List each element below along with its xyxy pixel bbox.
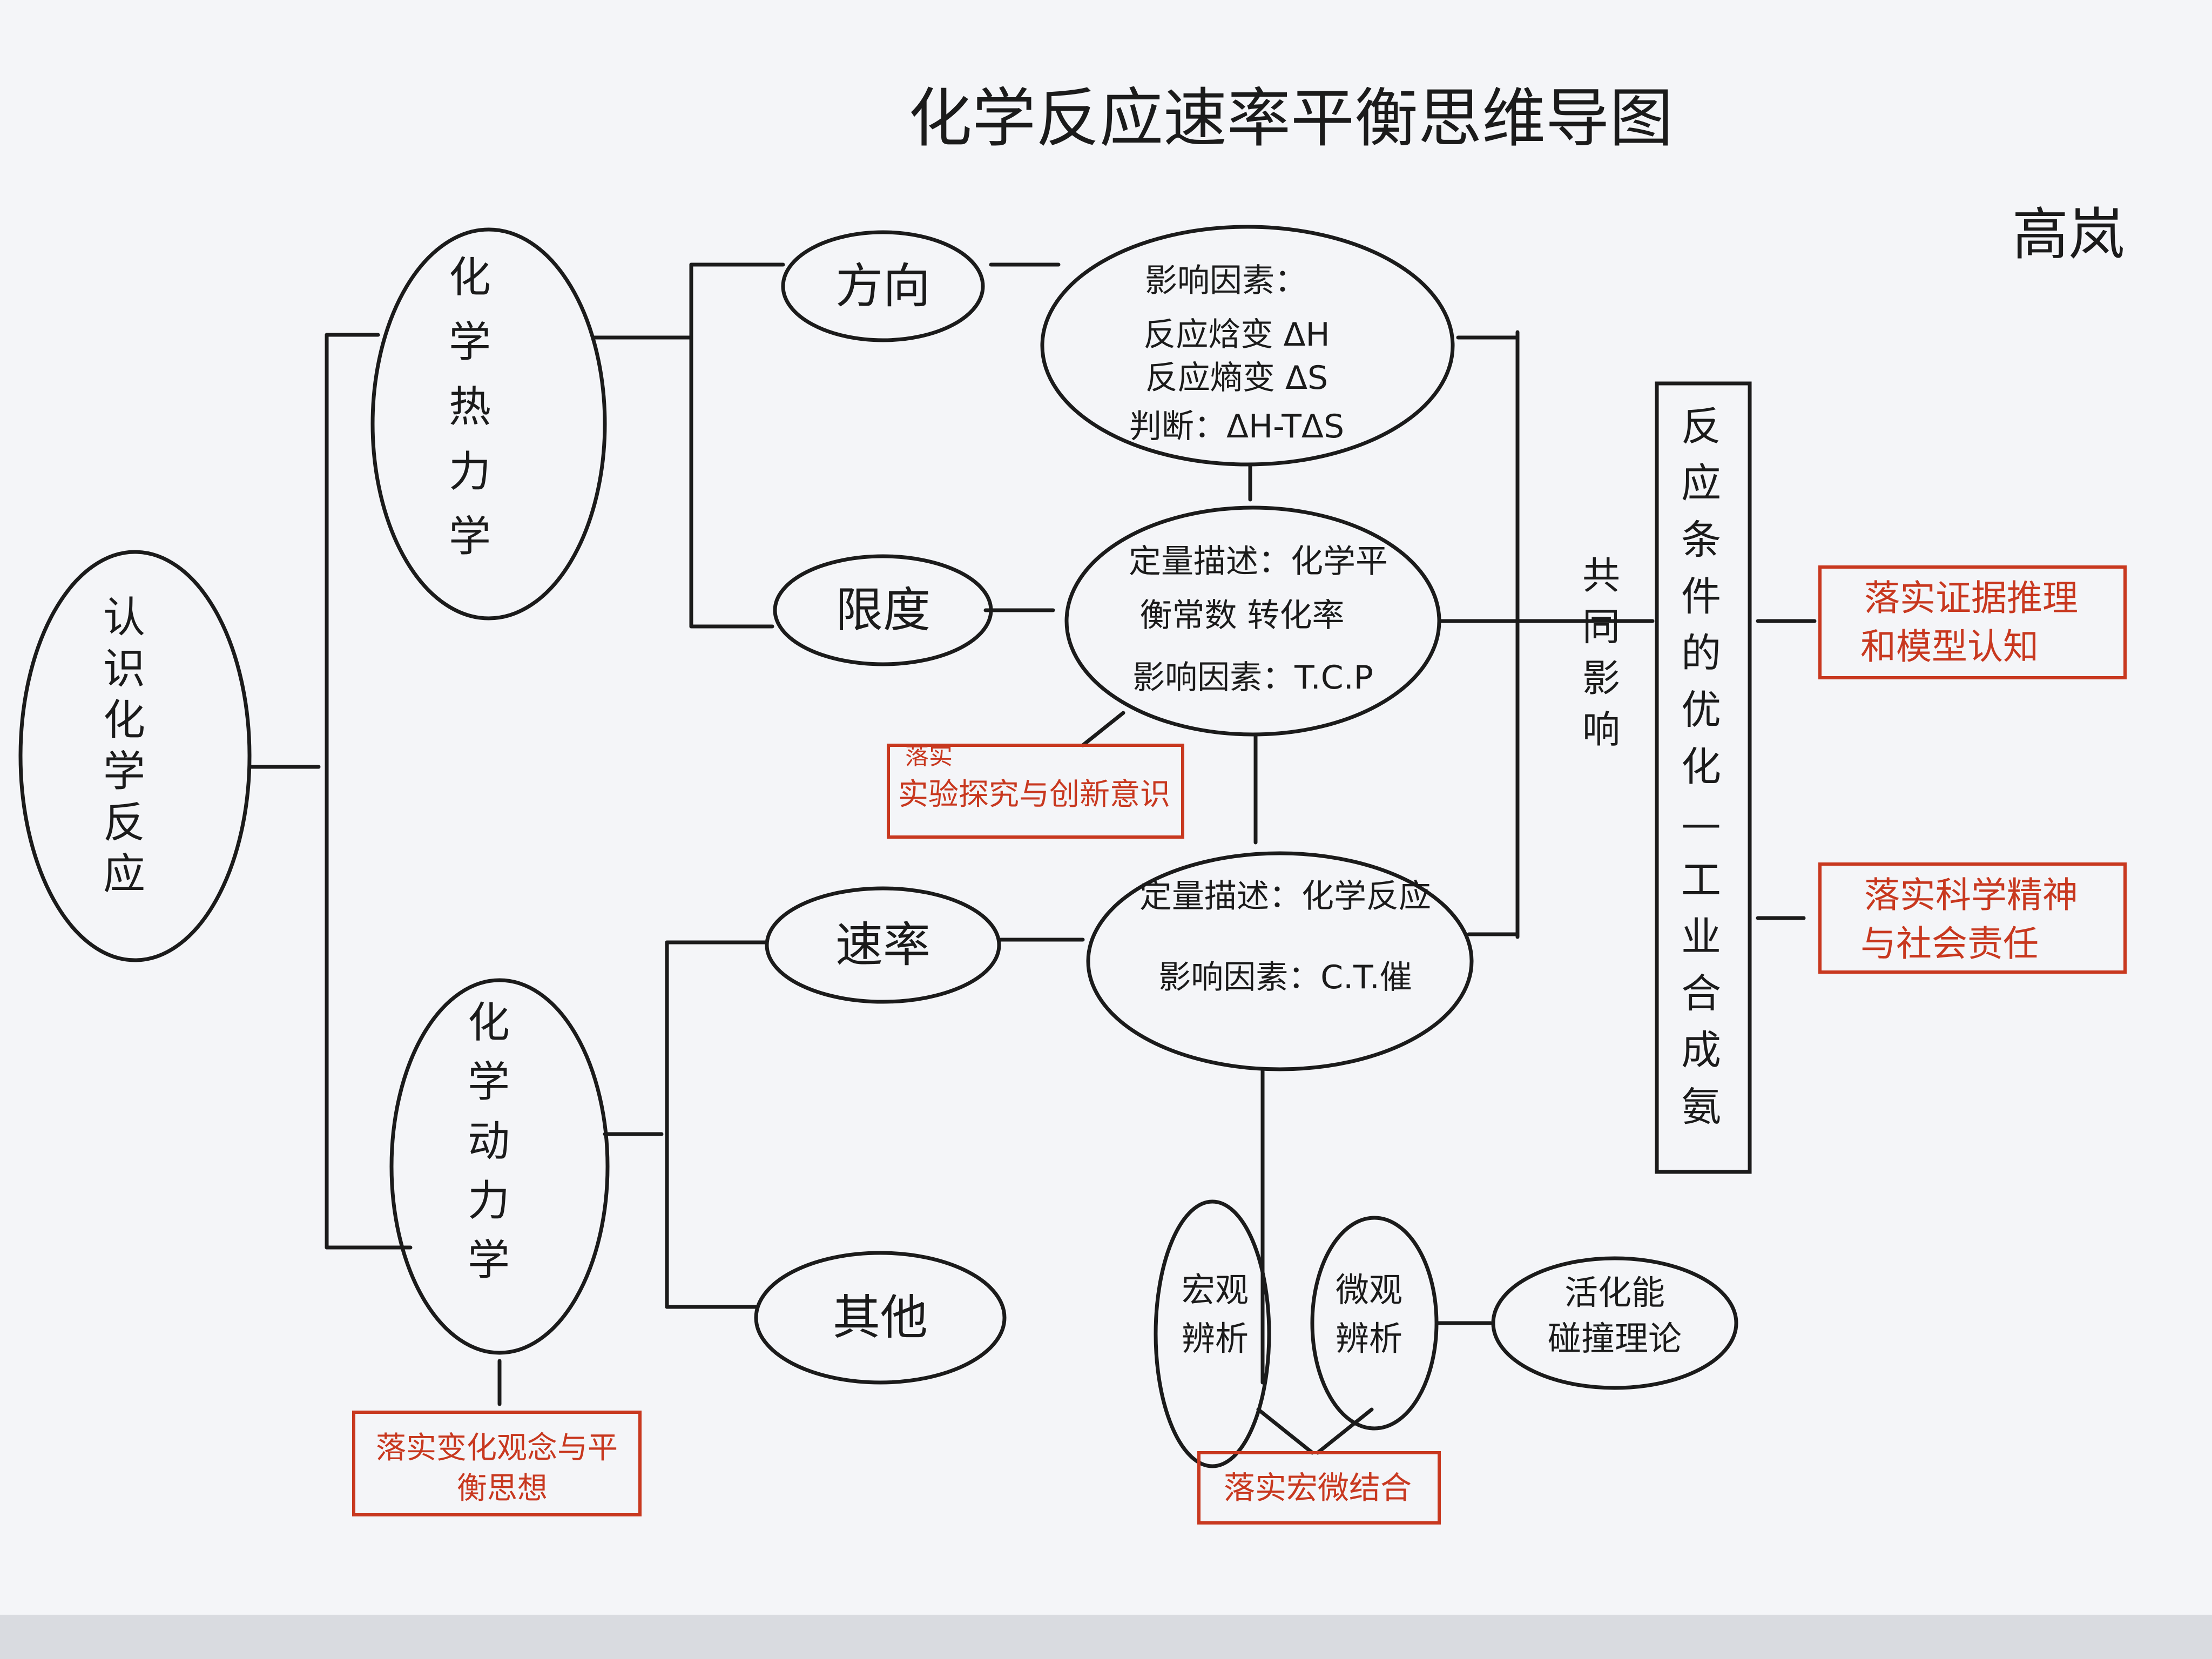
direction-detail-line-4: 判断：ΔH-TΔS: [1129, 408, 1344, 446]
root-char-6: 应: [103, 850, 145, 899]
direction-label: 方向: [835, 258, 930, 314]
industry-char-2: 应: [1681, 460, 1721, 507]
red-note-shapes: [352, 565, 2127, 1525]
industry-char-1: 反: [1681, 403, 1721, 450]
root-char-2: 识: [103, 645, 145, 693]
industry-char-13: 氨: [1681, 1084, 1721, 1130]
micro-line-1: 微观: [1336, 1270, 1402, 1310]
limit-detail-line-2: 衡常数 转化率: [1139, 597, 1344, 635]
macro-micro-note-text: 落实宏微结合: [1224, 1469, 1412, 1506]
thermo-char-1: 化: [449, 253, 491, 302]
industry-char-7: 化: [1681, 744, 1721, 790]
root-char-1: 认: [103, 594, 145, 642]
root-char-4: 学: [103, 747, 145, 796]
limit-detail-shape: [1064, 505, 1441, 737]
macro-node-shape: [1154, 1199, 1271, 1468]
theory-line-1: 活化能: [1564, 1273, 1665, 1312]
change-note-line-2: 衡思想: [457, 1471, 548, 1506]
thermo-char-4: 力: [449, 448, 491, 496]
direction-detail-shape: [1040, 225, 1455, 467]
industry-box-shape: [1655, 381, 1752, 1174]
macro-line-1: 宏观: [1182, 1270, 1249, 1310]
micro-node-shape: [1310, 1216, 1439, 1431]
kinetics-char-5: 学: [468, 1236, 510, 1285]
evidence-note-box: [1818, 565, 2127, 679]
experiment-note-main: 实验探究与创新意识: [898, 777, 1170, 812]
industry-char-5: 的: [1681, 630, 1721, 677]
evidence-note-line-2: 和模型认知: [1860, 626, 2039, 667]
author-name: 高岚: [2012, 201, 2125, 267]
rate-detail-shape: [1086, 851, 1474, 1071]
other-label: 其他: [833, 1290, 928, 1345]
macro-micro-note-box: [1197, 1451, 1441, 1525]
direction-detail-line-2: 反应焓变 ΔH: [1143, 316, 1330, 354]
science-note-line-1: 落实科学精神: [1864, 874, 2078, 916]
rate-node-shape: [765, 886, 1001, 1004]
limit-node-shape: [773, 554, 993, 666]
root-node-shape: [18, 550, 252, 962]
industry-char-12: 成: [1681, 1027, 1721, 1074]
common-char-4: 响: [1582, 707, 1620, 752]
common-char-2: 同: [1582, 605, 1620, 649]
connector-lines: [247, 262, 1817, 1455]
other-node-shape: [754, 1251, 1007, 1385]
science-note-line-2: 与社会责任: [1860, 923, 2039, 965]
rate-detail-line-2: 影响因素：C.T.催: [1158, 959, 1412, 996]
kinetics-node-shape: [389, 978, 610, 1355]
thermo-char-3: 热: [449, 383, 491, 431]
root-char-5: 反: [103, 799, 145, 847]
theory-node-shape: [1491, 1256, 1738, 1390]
rate-label: 速率: [835, 917, 930, 973]
page-title: 化学反应速率平衡思维导图: [908, 81, 1673, 156]
industry-char-6: 优: [1681, 687, 1721, 733]
direction-detail-line-1: 影响因素：: [1145, 262, 1307, 300]
theory-line-2: 碰撞理论: [1548, 1319, 1682, 1358]
experiment-note-small: 落实: [905, 743, 953, 770]
paper-shadow-edge: [0, 1615, 2212, 1659]
limit-label: 限度: [835, 582, 930, 638]
industry-char-8: —: [1681, 800, 1721, 847]
kinetics-char-1: 化: [468, 999, 510, 1047]
industry-char-4: 件: [1681, 574, 1721, 620]
thermo-node-shape: [370, 227, 607, 621]
limit-detail-line-1: 定量描述：化学平: [1129, 543, 1388, 581]
node-shapes: [18, 225, 1752, 1468]
change-note-line-1: 落实变化观念与平: [376, 1431, 618, 1466]
micro-line-2: 辨析: [1336, 1319, 1402, 1358]
industry-char-3: 条: [1681, 517, 1721, 563]
thermo-char-5: 学: [449, 512, 491, 561]
industry-char-10: 业: [1681, 914, 1721, 960]
evidence-note-line-1: 落实证据推理: [1864, 577, 2078, 619]
limit-detail-line-3: 影响因素：T.C.P: [1132, 659, 1373, 697]
experiment-note-box: [887, 744, 1184, 839]
root-char-3: 化: [103, 696, 145, 745]
industry-char-9: 工: [1681, 857, 1721, 903]
kinetics-char-3: 动: [468, 1117, 510, 1166]
thermo-char-2: 学: [449, 318, 491, 367]
kinetics-char-4: 力: [468, 1177, 510, 1225]
common-char-3: 影: [1582, 656, 1620, 700]
kinetics-char-2: 学: [468, 1058, 510, 1107]
macro-line-2: 辨析: [1182, 1319, 1249, 1358]
rate-detail-line-1: 定量描述：化学反应: [1139, 878, 1431, 915]
change-note-box: [352, 1411, 642, 1516]
industry-char-11: 合: [1681, 970, 1721, 1017]
science-note-box: [1818, 862, 2127, 974]
direction-detail-line-3: 反应熵变 ΔS: [1145, 359, 1328, 397]
direction-node-shape: [781, 230, 985, 342]
common-char-1: 共: [1582, 554, 1620, 598]
